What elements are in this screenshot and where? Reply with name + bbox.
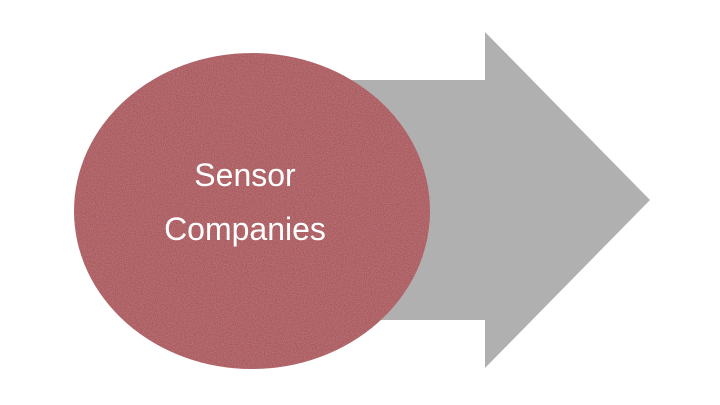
- sensor-companies-circle: [74, 53, 430, 369]
- right-arrow-shape: [330, 32, 650, 368]
- circle-label-line-2: Companies: [164, 211, 326, 247]
- circle-label-line-1: Sensor: [194, 157, 296, 193]
